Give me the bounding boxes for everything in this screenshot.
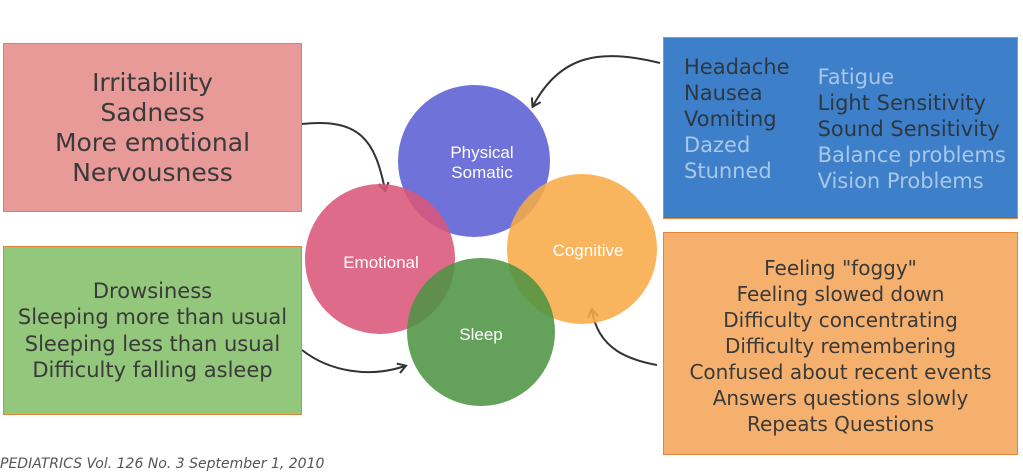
citation-text: PEDIATRICS Vol. 126 No. 3 September 1, 2… [0,456,325,472]
circle-physical-label-line1: Physical [450,143,513,162]
circle-physical [398,85,550,237]
sleep-symptom: Drowsiness [92,278,213,303]
cognitive-symptom: Answers questions slowly [712,385,969,410]
circle-sleep [407,258,555,406]
sleep-symptom: Sleeping more than usual [17,305,288,329]
arrow-emotional [301,122,390,193]
circle-cognitive-label: Cognitive [553,241,624,260]
cognitive-symptom: Difficulty concentrating [723,307,958,332]
physical-symptom: Vision Problems [817,169,984,193]
physical-symptom: Sound Sensitivity [817,117,1000,141]
physical-symptom: Fatigue [817,65,895,89]
cognitive-symptoms-box: Feeling "foggy" Feeling slowed down Diff… [663,232,1018,455]
emotional-symptom: Sadness [100,97,205,127]
circle-sleep-label: Sleep [459,325,502,344]
physical-symptoms-box: Headache Nausea Vomiting Dazed Stunned F… [663,37,1018,219]
cognitive-symptom: Repeats Questions [746,411,935,436]
physical-symptom: Vomiting [684,107,777,131]
physical-symptoms-column-2: Fatigue Light Sensitivity Sound Sensitiv… [818,54,1006,194]
circle-physical-label-line2: Somatic [451,163,513,182]
sleep-symptoms-box: Drowsiness Sleeping more than usual Slee… [3,246,302,415]
physical-symptom: Nausea [684,81,763,105]
emotional-symptoms-box: Irritability Sadness More emotional Nerv… [3,43,302,212]
sleep-symptom: Difficulty falling asleep [32,358,273,382]
physical-symptom: Balance problems [817,143,1006,167]
circle-emotional-label: Emotional [343,253,419,272]
physical-symptoms-column-1: Headache Nausea Vomiting Dazed Stunned [684,54,790,184]
physical-symptom: Stunned [684,159,772,183]
physical-symptom: Headache [684,55,790,79]
physical-symptom: Dazed [684,133,751,157]
physical-symptom: Light Sensitivity [817,91,986,115]
emotional-symptom: More emotional [54,127,251,157]
cognitive-symptom: Feeling slowed down [736,281,945,306]
emotional-symptom: Nervousness [72,157,233,187]
sleep-symptom: Sleeping less than usual [24,331,281,356]
emotional-symptom: Irritability [92,67,213,97]
cognitive-symptom: Confused about recent events [689,359,992,384]
circle-cognitive [507,174,657,324]
arrow-physical [530,55,661,109]
cognitive-symptom: Feeling "foggy" [764,255,917,280]
arrow-sleep [301,349,408,374]
cognitive-symptom: Difficulty remembering [724,333,957,358]
